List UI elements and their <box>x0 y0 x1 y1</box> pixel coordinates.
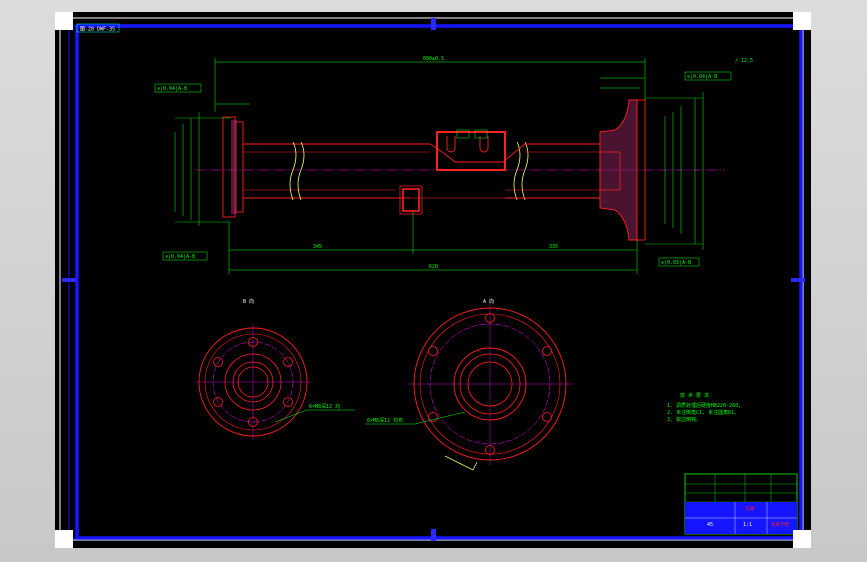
corner-marker-bl <box>55 530 73 548</box>
sheet-tag: 图-20 DWF-35 <box>80 27 115 33</box>
tol-frame-top-right: ⊘|0.04|A-B <box>687 74 717 80</box>
hole-note-b: 6×M8深12 均 <box>309 403 340 410</box>
center-marker-right <box>791 278 805 282</box>
tol-frame-bottom-left: ⊘|0.04|A-B <box>165 254 195 260</box>
dim-total-length: 620 <box>429 264 438 270</box>
center-marker-top <box>431 18 436 30</box>
center-marker-left <box>62 278 76 282</box>
view-label-a: A 向 <box>483 298 494 305</box>
notes-line-2: 2. 未注倒角C1, 未注圆角R1。 <box>667 409 739 416</box>
tol-frame-top-left: ⊘|0.04|A-B <box>157 86 187 92</box>
notes-title: 技 术 要 求 <box>680 392 709 399</box>
tol-frame-bottom-right: ⊘|0.03|A-B <box>661 260 691 266</box>
center-marker-bottom <box>431 529 436 541</box>
corner-marker-tr <box>793 12 811 30</box>
dim-overall-length: 680±0.5 <box>423 56 444 62</box>
title-block: 车轴 某某学院 1:1 45 <box>684 473 798 535</box>
notes-line-3: 3. 锐边倒钝。 <box>667 416 701 423</box>
outer-border <box>59 17 804 541</box>
end-view-a: A 向 6×M8深12 均布 <box>365 298 573 471</box>
inner-frame-thin <box>68 25 802 539</box>
corner-marker-tl <box>55 12 73 30</box>
sheet-tag-box <box>76 23 120 33</box>
inner-frame <box>75 24 803 540</box>
title-part-name: 车轴 <box>745 505 754 512</box>
view-label-b: B 向 <box>243 298 254 305</box>
shaft-main-view: 680±0.5 <box>154 56 732 274</box>
roughness-mark: / 12.5 <box>735 58 753 64</box>
engineering-drawing: 图-20 DWF-35 / 12.5 680±0.5 <box>59 17 805 541</box>
title-school: 某某学院 <box>771 521 789 528</box>
end-view-b: B 向 6×M8深12 均 <box>195 298 355 440</box>
corner-marker-br <box>793 530 811 548</box>
drawing-sheet: 图-20 DWF-35 / 12.5 680±0.5 <box>55 12 811 548</box>
title-scale: 1:1 <box>743 522 752 528</box>
technical-notes: 技 术 要 求 1. 调质处理后硬度HB220-260, 2. 未注倒角C1, … <box>667 392 741 423</box>
notes-line-1: 1. 调质处理后硬度HB220-260, <box>667 402 741 409</box>
hole-note-a: 6×M8深12 均布 <box>367 417 403 424</box>
title-material: 45 <box>707 522 713 528</box>
dim-left-segment: 345 <box>313 244 322 250</box>
dim-right-segment: 335 <box>549 244 558 250</box>
